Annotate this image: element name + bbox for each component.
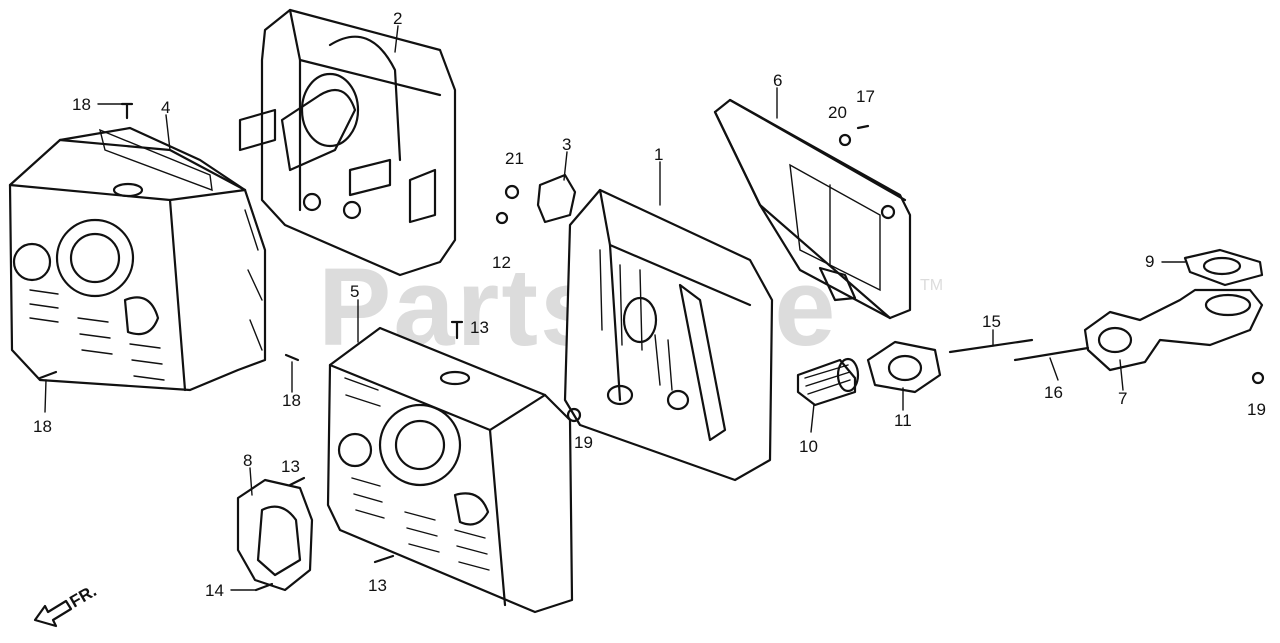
spark-arrester (796, 357, 860, 407)
callout-6: 6 (773, 71, 782, 90)
callout-14: 14 (205, 581, 224, 600)
callout-5: 5 (350, 282, 359, 301)
gasket-9 (1183, 248, 1264, 287)
callout-8: 8 (243, 451, 252, 470)
callout-21: 21 (505, 149, 524, 168)
callout-17: 17 (856, 87, 875, 106)
callout-3: 3 (562, 135, 571, 154)
gasket-11 (866, 340, 942, 394)
callout-11: 11 (894, 411, 912, 430)
callout-18a: 18 (72, 95, 91, 114)
callout-16: 16 (1044, 383, 1063, 402)
muffler-protector-left (8, 126, 267, 392)
callout-18b: 18 (33, 417, 52, 436)
muffler-protector-center (326, 326, 574, 614)
direction-label: FR. (67, 581, 100, 611)
callout-numbers: 1 2 3 4 5 6 7 8 9 10 11 12 13 13 13 14 1… (33, 9, 1266, 600)
exhaust-pipe (1083, 288, 1264, 372)
callout-13b: 13 (281, 457, 300, 476)
callout-1: 1 (654, 145, 663, 164)
heat-shield (713, 98, 912, 320)
callout-2: 2 (393, 9, 402, 28)
callout-9: 9 (1145, 252, 1154, 271)
muffler-center (563, 188, 774, 482)
bracket (536, 173, 577, 224)
callout-19a: 19 (574, 433, 593, 452)
stud-15 (948, 338, 1034, 354)
callout-19b: 19 (1247, 400, 1266, 419)
fasteners (38, 102, 1265, 592)
callout-4: 4 (161, 98, 170, 117)
callout-20: 20 (828, 103, 847, 122)
front-direction-arrow: FR. (33, 581, 100, 628)
callout-13c: 13 (368, 576, 387, 595)
callout-10: 10 (799, 437, 818, 456)
callout-18c: 18 (282, 391, 301, 410)
callout-7: 7 (1118, 389, 1127, 408)
exhaust-deflector (236, 478, 314, 592)
callout-15: 15 (982, 312, 1001, 331)
watermark-trademark: TM (920, 277, 943, 294)
muffler-top (238, 8, 457, 277)
leader-lines (44, 25, 1186, 591)
callout-12: 12 (492, 253, 511, 272)
callout-13a: 13 (470, 318, 489, 337)
stud-16 (1013, 346, 1090, 362)
